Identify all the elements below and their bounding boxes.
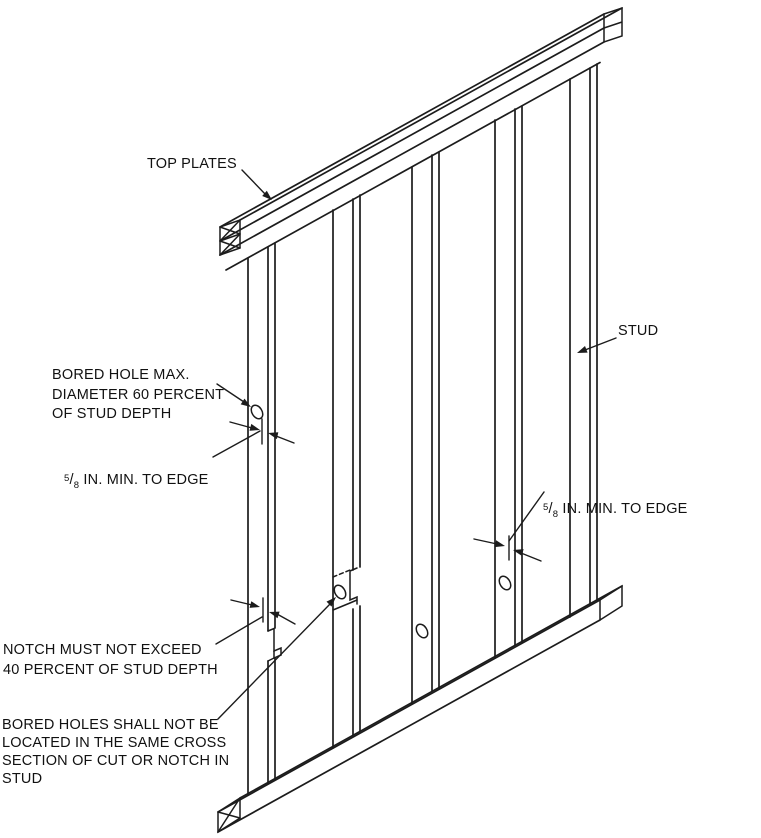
- min-edge-left-text: IN. MIN. TO EDGE: [79, 471, 209, 488]
- top-plates-drawing: [219, 6, 623, 271]
- leader-lines: [212, 169, 617, 720]
- min-edge-right-label: 5/8 IN. MIN. TO EDGE: [543, 480, 688, 524]
- bottom-plate-end-grain: [217, 796, 241, 834]
- bored-holes-cross-section-label: BORED HOLES SHALL NOT BE LOCATED IN THE …: [2, 717, 230, 787]
- top-plates-end-grain: [219, 218, 241, 257]
- bored-hole-max-label: BORED HOLE MAX. DIAMETER 60 PERCENT OF S…: [52, 367, 225, 422]
- dim-hole-edge-stud4: [473, 535, 542, 562]
- dim-notch-stud1: [230, 597, 296, 625]
- min-edge-right-text: IN. MIN. TO EDGE: [558, 500, 688, 517]
- notch-stud2: [332, 567, 358, 611]
- dim-hole-edge-stud1: [229, 418, 295, 445]
- fraction-numerator: 5: [64, 472, 70, 484]
- bored-hole-stud4: [498, 575, 512, 591]
- notch-limit-label: NOTCH MUST NOT EXCEED 40 PERCENT OF STUD…: [3, 642, 218, 678]
- top-plates-label: TOP PLATES: [147, 156, 237, 172]
- bored-hole-stud1: [250, 404, 264, 420]
- stud-1: [247, 242, 282, 796]
- fraction-slash: /: [548, 500, 553, 517]
- fraction-denominator: 8: [73, 479, 80, 491]
- fraction-denominator: 8: [552, 508, 559, 520]
- stud-5: [569, 63, 598, 618]
- stud-4: [494, 105, 523, 659]
- stud-2: [332, 194, 361, 749]
- bottom-plate-drawing: [217, 584, 623, 834]
- min-edge-left-label: 5/8 IN. MIN. TO EDGE: [64, 451, 209, 495]
- stud-3: [411, 151, 440, 705]
- fraction-slash: /: [69, 471, 74, 488]
- fraction-numerator: 5: [543, 501, 549, 513]
- bored-hole-stud3: [415, 623, 429, 639]
- bored-hole-stud2: [333, 584, 347, 600]
- stud-label: STUD: [618, 323, 659, 339]
